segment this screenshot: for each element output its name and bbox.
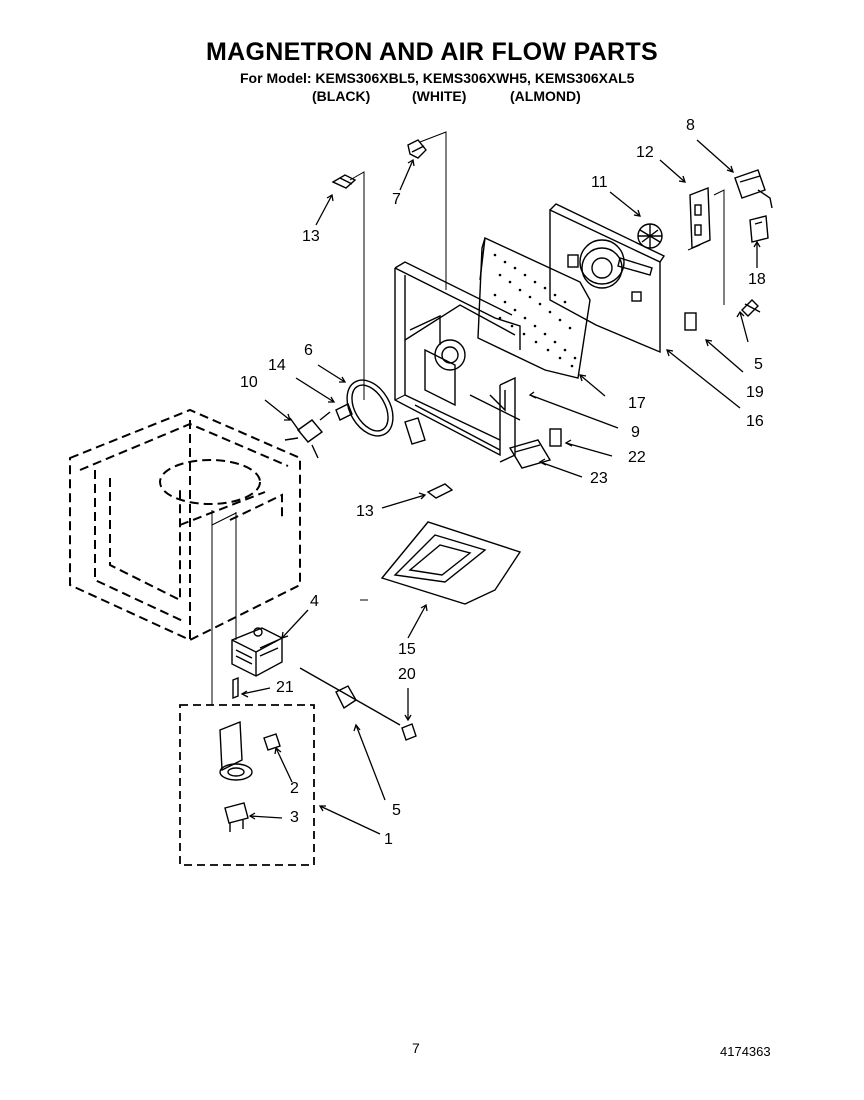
callout-13-bottom: 13 [356,503,374,520]
color-black: (BLACK) [312,88,371,104]
document-number: 4174363 [720,1044,771,1059]
magnetron-lead [299,667,401,726]
page-number: 7 [412,1040,420,1056]
air-duct-frame [394,261,521,463]
callout-2: 2 [290,780,299,797]
cavity-outline [69,408,301,642]
callout-10: 10 [240,374,258,391]
magnetron-tray [380,521,522,605]
magnetron [231,627,283,677]
callout-16: 16 [746,413,764,430]
fan-motor [734,169,773,209]
part-19-switch [684,312,697,331]
part-13-clip-bottom [426,483,454,499]
callout-4: 4 [310,593,319,610]
callout-19: 19 [746,384,764,401]
callout-1: 1 [384,831,393,848]
air-guide-perforated [477,237,623,379]
callout-8: 8 [686,117,695,134]
part-18-clip [749,215,769,243]
page-title: MAGNETRON AND AIR FLOW PARTS [206,38,658,66]
thermal-cutout [219,720,253,781]
part-13-clip-top [331,174,357,189]
callout-5-lower: 5 [392,802,401,819]
air-duct-back-plate [549,203,666,354]
fan-blade [637,223,663,249]
part-2-terminal [263,733,281,751]
gasket-ring [346,379,394,437]
callout-15: 15 [398,641,416,658]
callout-20: 20 [398,666,416,683]
callout-13-top: 13 [302,228,320,245]
callout-21: 21 [276,679,294,696]
callout-3: 3 [290,809,299,826]
callout-18: 18 [748,271,766,288]
callout-14: 14 [268,357,286,374]
perforation-dots [493,253,577,368]
part-5-clip-lower [335,685,357,710]
color-almond: (ALMOND) [510,88,581,104]
callout-11: 11 [591,174,608,191]
callout-22: 22 [628,449,646,466]
fan-motor-bracket [689,186,711,250]
callout-9: 9 [631,424,640,441]
callout-17: 17 [628,395,646,412]
part-7-clip [407,139,427,159]
callout-6: 6 [304,342,313,359]
part-23-bracket [508,439,552,469]
callout-12: 12 [636,144,654,161]
part-14-bushing [335,403,353,421]
callout-5-right: 5 [754,356,763,373]
part-22-switch [549,428,562,447]
part-5-clip-right [741,299,761,317]
part-3-fuse [224,802,249,832]
callout-23: 23 [590,470,608,487]
stirrer-mount [404,417,426,445]
stirrer-blade [284,411,331,459]
part-20-screw [401,723,417,741]
callout-7: 7 [392,191,401,208]
model-line: For Model: KEMS306XBL5, KEMS306XWH5, KEM… [240,70,635,86]
assembly-1-box [179,704,315,866]
part-21-screw [232,676,239,700]
color-white: (WHITE) [412,88,467,104]
